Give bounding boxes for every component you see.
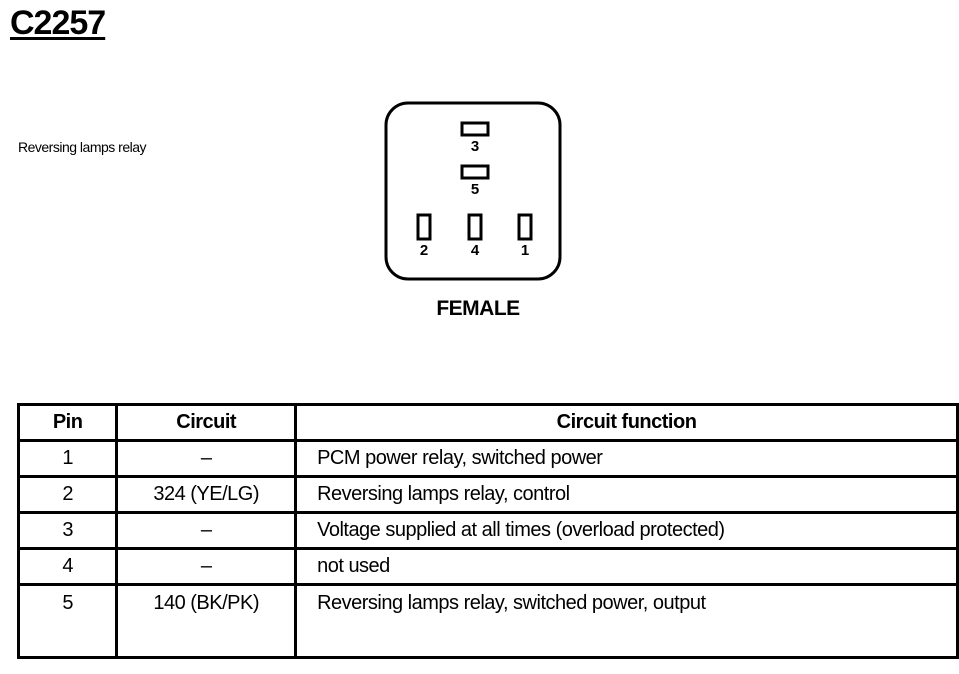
cell-circuit: –: [115, 511, 298, 550]
pin-2-slot: [416, 213, 432, 241]
table-row: 2 324 (YE/LG) Reversing lamps relay, con…: [16, 475, 959, 514]
pin-table: Pin Circuit Circuit function 1 – PCM pow…: [16, 403, 959, 659]
connector-face: [384, 101, 562, 281]
cell-function: PCM power relay, switched power: [294, 439, 959, 478]
table-row: 5 140 (BK/PK) Reversing lamps relay, swi…: [16, 583, 959, 659]
table-row: 4 – not used: [16, 547, 959, 586]
connector-diagram: 3 5 2 4 1: [380, 98, 566, 288]
cell-function: Voltage supplied at all times (overload …: [294, 511, 959, 550]
pin-1-slot: [517, 213, 533, 241]
cell-function: Reversing lamps relay, switched power, o…: [294, 583, 959, 659]
cell-pin: 3: [16, 511, 119, 550]
connector-description: Reversing lamps relay: [18, 139, 147, 155]
header-circuit: Circuit: [115, 403, 298, 442]
header-pin: Pin: [16, 403, 119, 442]
table-row: 3 – Voltage supplied at all times (overl…: [16, 511, 959, 550]
pin-label-4: 4: [470, 242, 480, 259]
pin-label-1: 1: [520, 242, 530, 259]
table-row: 1 – PCM power relay, switched power: [16, 439, 959, 478]
connector-gender-label: FEMALE: [436, 297, 520, 320]
pin-3-slot: [460, 121, 490, 137]
cell-function: not used: [294, 547, 959, 586]
cell-circuit: –: [115, 439, 298, 478]
header-function: Circuit function: [294, 403, 959, 442]
cell-circuit: 324 (YE/LG): [115, 475, 298, 514]
cell-circuit: 140 (BK/PK): [115, 583, 298, 659]
pin-4-slot: [467, 213, 483, 241]
pin-label-3: 3: [470, 138, 480, 155]
cell-function: Reversing lamps relay, control: [294, 475, 959, 514]
cell-pin: 4: [16, 547, 119, 586]
cell-pin: 2: [16, 475, 119, 514]
pin-5-slot: [460, 164, 490, 180]
cell-pin: 1: [16, 439, 119, 478]
pin-label-2: 2: [419, 242, 429, 259]
pin-label-5: 5: [470, 181, 480, 198]
cell-pin: 5: [16, 583, 119, 659]
table-header-row: Pin Circuit Circuit function: [16, 403, 959, 442]
cell-circuit: –: [115, 547, 298, 586]
connector-title: C2257: [10, 4, 106, 42]
